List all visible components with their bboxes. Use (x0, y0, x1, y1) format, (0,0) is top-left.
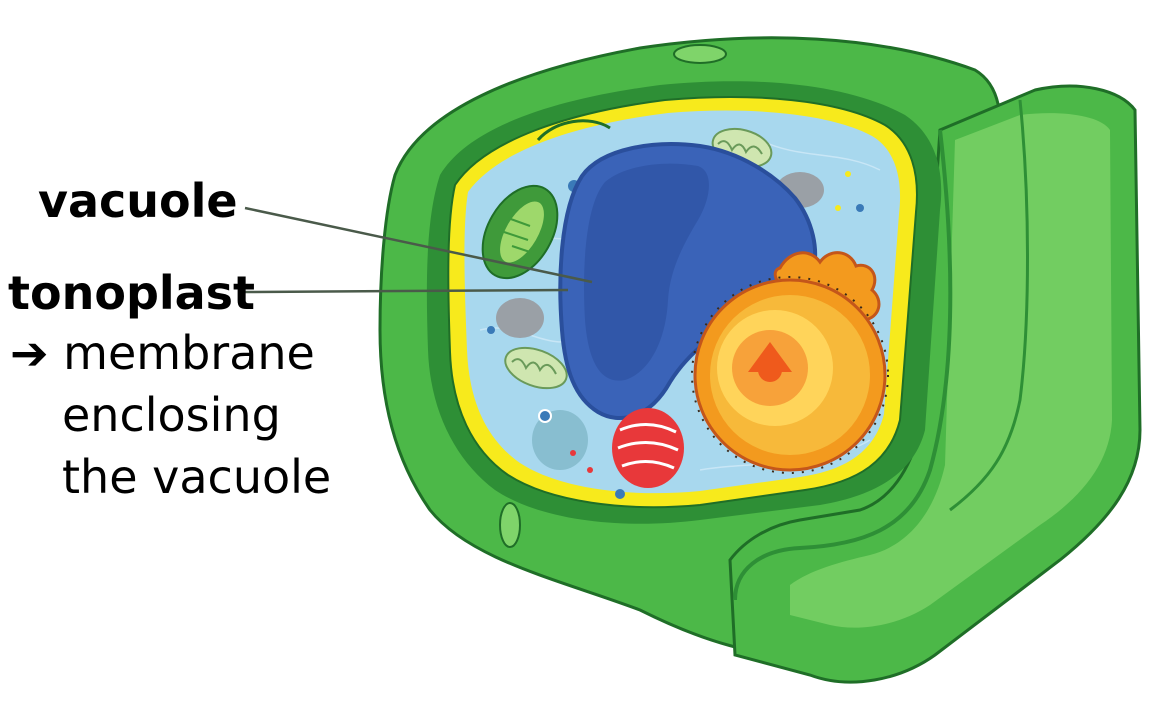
nucleus-pores (691, 276, 889, 474)
tonoplast-description-line-3: the vacuole (62, 450, 332, 504)
plasmodesma-left (499, 502, 521, 548)
cell-wall-side-edge (733, 129, 953, 601)
chloroplast (481, 184, 559, 280)
vacuole-leader-line (244, 206, 593, 284)
cell-wall-side-highlight (790, 113, 1112, 628)
tonoplast-leader-line (244, 288, 569, 294)
tonoplast-description-line-1: ➔ membrane (10, 326, 315, 380)
vacuole-label: vacuole (38, 174, 238, 228)
mitochondrion-left (504, 346, 568, 390)
cell-wall-side-inner (949, 99, 1029, 512)
wall-fold (536, 119, 611, 142)
tonoplast-description-line-2: enclosing (62, 388, 281, 442)
nucleus (693, 278, 887, 472)
plasmodesma-top (673, 44, 727, 64)
tonoplast-label: tonoplast (8, 266, 256, 320)
vesicle (496, 298, 544, 338)
vacuole-inner (584, 163, 709, 381)
golgi-apparatus (612, 408, 684, 488)
